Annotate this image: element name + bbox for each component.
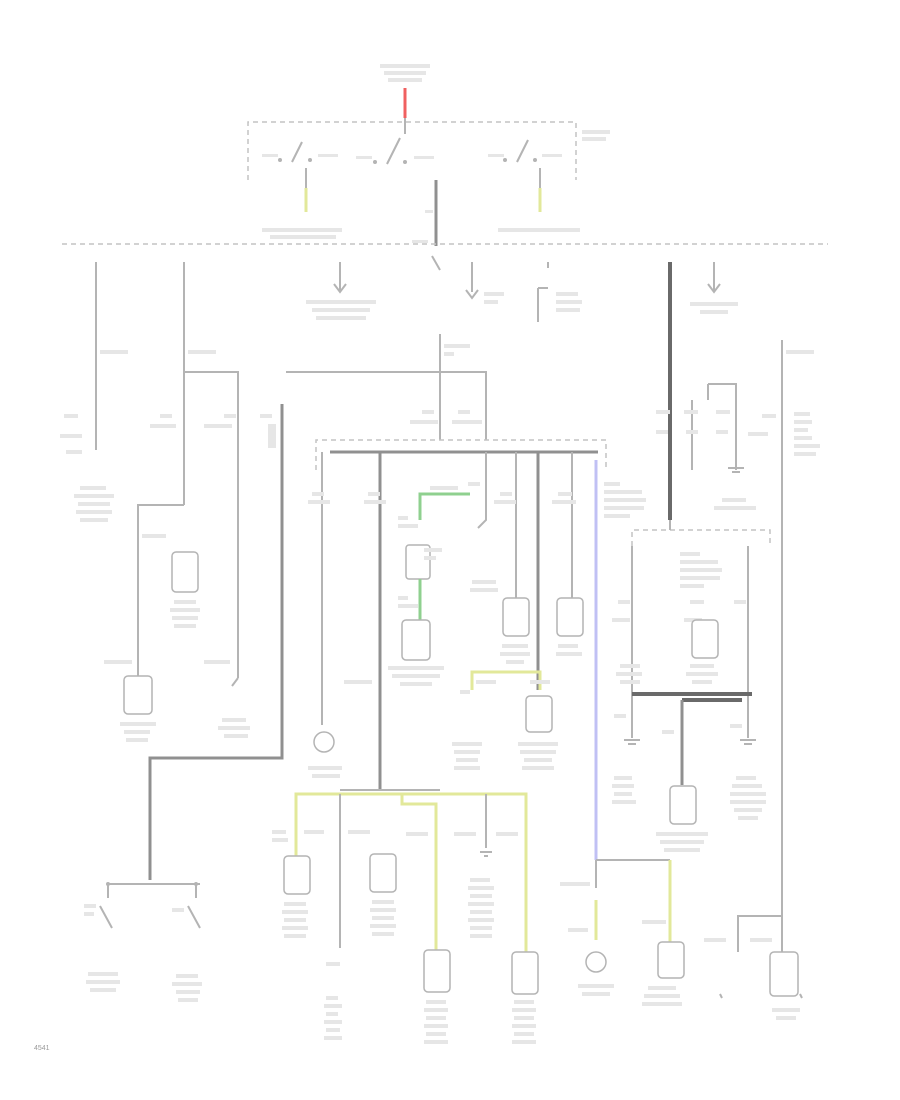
cruise-control-module (502, 597, 530, 637)
left-circuits (60, 350, 284, 1002)
courtesy-lamp-left (313, 731, 335, 753)
transmission-control-module (669, 785, 697, 825)
fuel-pump-assembly (769, 951, 799, 997)
ignition-switch-contact-right (488, 139, 562, 163)
transmission-control-relay (401, 619, 431, 661)
rr-door-lock-actuator (511, 951, 539, 995)
lf-door-lock-actuator (283, 855, 311, 895)
instrument-panel-fuse-label-left (262, 228, 342, 239)
ignition-switch-label (582, 130, 610, 141)
blower-switch (123, 675, 153, 715)
far-right-label (794, 412, 820, 456)
right-center-circuits (560, 460, 685, 1006)
center-circuits (272, 334, 607, 1044)
courtesy-lamp-right (585, 951, 607, 973)
transmission-range-sensor (525, 695, 553, 733)
fuse-drops (95, 255, 783, 960)
power-mirror-label (74, 486, 114, 522)
ignition-switch-dashed-box (247, 121, 577, 180)
lr-door-lock-actuator (423, 949, 451, 993)
ignition-switch-contact-left (262, 141, 338, 163)
relay-box-dashed (631, 529, 771, 546)
left-vertical-feed (148, 404, 284, 880)
seat-belt-control-module (556, 597, 584, 637)
clock-module (691, 619, 719, 659)
door-lock-bus (294, 792, 528, 958)
top-feed-label (380, 64, 430, 82)
luggage-compartment-lamp (657, 941, 685, 979)
ignition-switch-section (247, 64, 610, 246)
diagram-id: 4541 (34, 1045, 50, 1052)
interlock-relay-box (405, 544, 431, 580)
relay-control-wire (418, 492, 470, 520)
ignition-switch-contact-center (356, 137, 434, 165)
instrument-panel-fuse-label-right (498, 228, 580, 232)
rf-door-lock-actuator (369, 853, 397, 893)
rear-defogger-relay (171, 551, 199, 593)
center-distribution-dashed (315, 439, 607, 470)
fuse-drop-switch-unit (537, 287, 548, 322)
right-circuits (612, 350, 820, 1020)
left-switch-labels (86, 972, 202, 1002)
